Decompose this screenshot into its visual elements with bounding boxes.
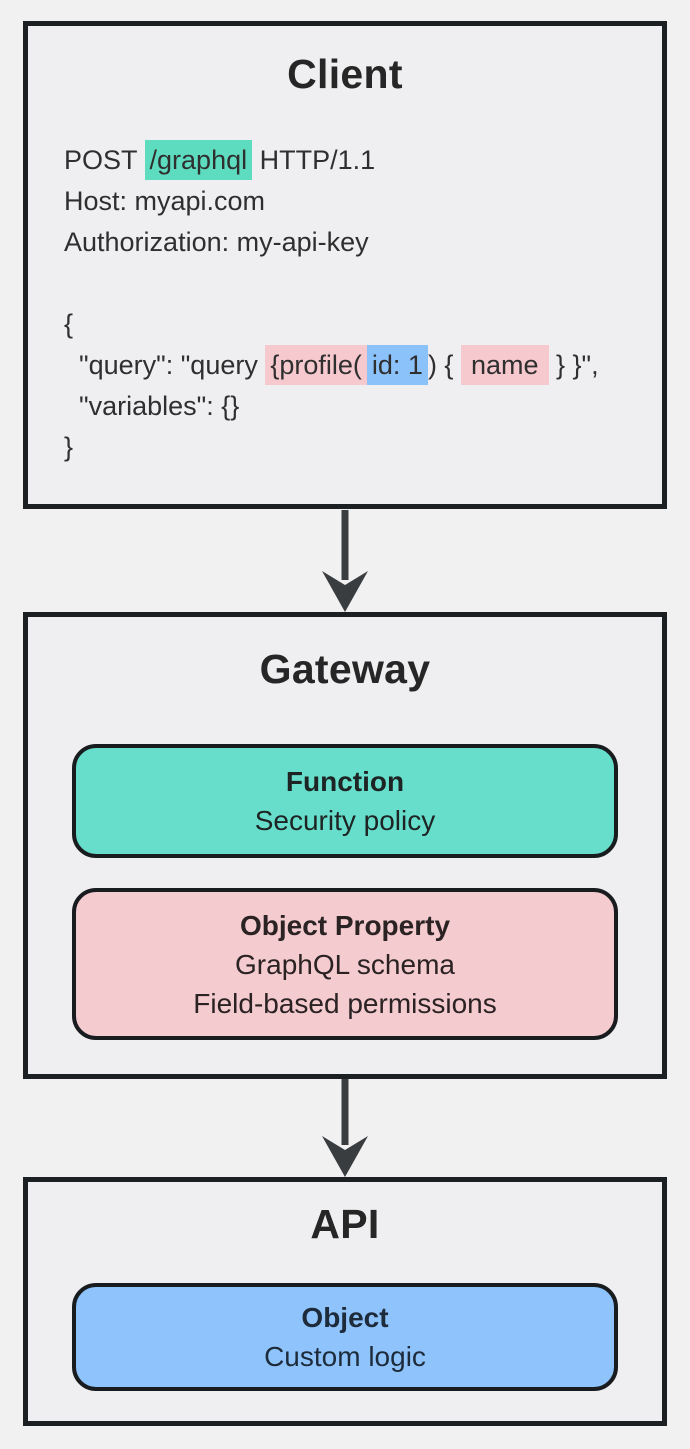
- gateway-title: Gateway: [259, 646, 431, 692]
- arrow-line: [341, 510, 349, 580]
- object-card: Object Custom logic: [72, 1283, 618, 1391]
- arrow-client-to-gateway-icon: [322, 510, 368, 612]
- api-title: API: [310, 1201, 380, 1247]
- request-line-host: Host: myapi.com: [64, 186, 266, 216]
- object-property-card: Object Property GraphQL schema Field-bas…: [72, 888, 618, 1040]
- object-card-line: Custom logic: [264, 1341, 426, 1372]
- client-box: Client POST /graphql HTTP/1.1 Host: myap…: [23, 21, 667, 509]
- function-card: Function Security policy: [72, 744, 618, 858]
- client-title: Client: [287, 51, 403, 97]
- arrow-head: [322, 1136, 368, 1177]
- request-line-authorization: Authorization: my-api-key: [64, 227, 369, 257]
- query-tail: } }",: [548, 350, 599, 380]
- json-close-brace: }: [64, 432, 74, 462]
- blank-line: [64, 263, 599, 304]
- json-open-brace: {: [64, 309, 74, 339]
- post-method: POST: [64, 145, 145, 175]
- request-line-post: POST /graphql HTTP/1.1: [64, 140, 599, 181]
- object-card-title: Object: [301, 1302, 389, 1333]
- name-field-highlight: name: [460, 345, 549, 385]
- client-request-text: POST /graphql HTTP/1.1 Host: myapi.com A…: [64, 140, 599, 468]
- arrow-gateway-to-api-icon: [322, 1079, 368, 1177]
- query-key: "query": "query: [64, 350, 266, 380]
- object-property-card-title: Object Property: [239, 909, 451, 941]
- arrow-line: [341, 1079, 349, 1145]
- http-version: HTTP/1.1: [252, 145, 376, 175]
- graphql-path-highlight: /graphql: [144, 140, 253, 180]
- arrow-head: [322, 571, 368, 612]
- object-property-card-line-1: GraphQL schema: [235, 948, 455, 980]
- function-card-title: Function: [285, 766, 405, 797]
- object-property-card-line-2: Field-based permissions: [193, 987, 497, 1019]
- json-variables-line: "variables": {}: [64, 391, 240, 421]
- function-card-line: Security policy: [254, 805, 436, 836]
- json-query-line: "query": "query {profile(id: 1) { name }…: [64, 345, 599, 386]
- id-arg-highlight: id: 1: [366, 345, 428, 385]
- query-mid: ) {: [427, 350, 461, 380]
- profile-highlight: {profile(: [265, 345, 367, 385]
